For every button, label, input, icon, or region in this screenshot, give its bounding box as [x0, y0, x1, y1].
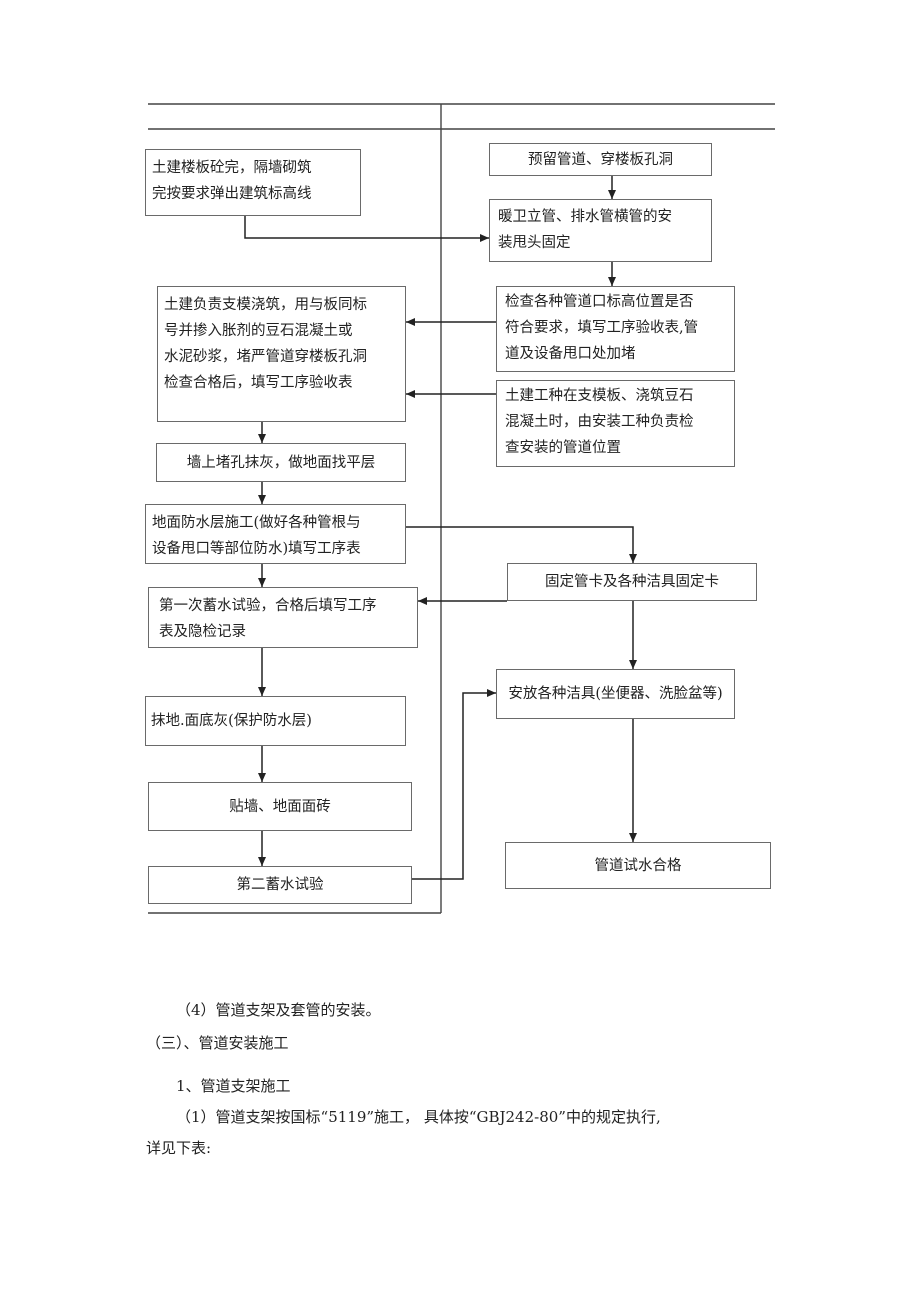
flow-box-riser-installation: 暖卫立管、排水管横管的安 装甩头固定 — [489, 199, 712, 262]
section-heading-pipe-installation: （三）、管道安装施工 — [146, 1034, 289, 1052]
table-frame-lines — [148, 103, 775, 914]
box-text-line: 道及设备甩口处加堵 — [505, 346, 636, 362]
flow-box-fix-clamps: 固定管卡及各种洁具固定卡 — [507, 563, 757, 601]
flow-box-pipe-water-test-pass: 管道试水合格 — [505, 842, 771, 889]
flow-box-base-plaster: 抹地.面底灰(保护防水层) — [145, 696, 406, 746]
box-text: 第二蓄水试验 — [236, 877, 324, 893]
box-text-line: 设备甩口等部位防水)填写工序表 — [152, 541, 361, 557]
flow-box-formwork-pouring: 土建负责支模浇筑，用与板同标 号并掺入胀剂的豆石混凝土或 水泥砂浆，堵严管道穿楼… — [157, 286, 406, 422]
box-text-line: 表及隐检记录 — [159, 624, 246, 640]
box-text: 管道试水合格 — [594, 857, 682, 874]
flow-box-check-elevations: 检查各种管道口标高位置是否 符合要求，填写工序验收表,管 道及设备甩口处加堵 — [496, 286, 735, 372]
construction-flowchart: 土建楼板砼完，隔墙砌筑 完按要求弹出建筑标高线 土建负责支模浇筑，用与板同标 号… — [145, 103, 775, 914]
flow-box-plaster-leveling: 墙上堵孔抹灰，做地面找平层 — [156, 443, 406, 482]
flow-box-install-fixtures: 安放各种洁具(坐便器、洗脸盆等) — [496, 669, 735, 719]
box-text-line: 混凝土时，由安装工种负责检 — [505, 414, 694, 430]
arrow-left4-to-right5 — [406, 526, 637, 563]
box-text: 安放各种洁具(坐便器、洗脸盆等) — [508, 686, 723, 702]
flow-box-tiling: 贴墙、地面面砖 — [148, 782, 412, 831]
arrow-left1-to-right2 — [244, 216, 489, 242]
flow-box-waterproofing: 地面防水层施工(做好各种管根与 设备甩口等部位防水)填写工序表 — [145, 504, 406, 564]
flow-box-install-check: 土建工种在支模板、浇筑豆石 混凝土时，由安装工种负责检 查安装的管道位置 — [496, 380, 735, 467]
box-text: 贴墙、地面面砖 — [229, 798, 331, 815]
box-text: 抹地.面底灰(保护防水层) — [151, 713, 312, 729]
flow-box-first-water-test: 第一次蓄水试验，合格后填写工序 表及隐检记录 — [148, 587, 418, 648]
flow-box-floor-slab-marking: 土建楼板砼完，隔墙砌筑 完按要求弹出建筑标高线 — [145, 149, 361, 216]
flow-box-reserved-holes: 预留管道、穿楼板孔洞 — [489, 143, 712, 176]
box-text-line: 第一次蓄水试验，合格后填写工序 — [159, 598, 377, 614]
box-text-line: 暖卫立管、排水管横管的安 — [498, 209, 672, 225]
box-text-line: 符合要求，填写工序验收表,管 — [505, 320, 699, 336]
arrow-left8-to-right6 — [412, 689, 496, 880]
box-text-line: 查安装的管道位置 — [505, 440, 621, 456]
paragraph-support-standard: （1）管道支架按国标“5119”施工， 具体按“GBJ242-80”中的规定执行… — [176, 1108, 661, 1126]
box-text-line: 地面防水层施工(做好各种管根与 — [152, 515, 361, 531]
box-text-line: 土建楼板砼完，隔墙砌筑 — [152, 160, 312, 176]
box-text-line: 检查合格后，填写工序验收表 — [164, 375, 353, 391]
flow-box-second-water-test: 第二蓄水试验 — [148, 866, 412, 904]
subsection-heading-pipe-support: 1、管道支架施工 — [176, 1077, 291, 1095]
box-text: 固定管卡及各种洁具固定卡 — [545, 574, 719, 590]
box-text-line: 检查各种管道口标高位置是否 — [505, 294, 694, 310]
paragraph-support-sleeve: （4）管道支架及套管的安装。 — [176, 1001, 381, 1019]
box-text-line: 号并掺入胀剂的豆石混凝土或 — [164, 323, 353, 339]
box-text-line: 土建负责支模浇筑，用与板同标 — [164, 297, 367, 313]
box-text-line: 装甩头固定 — [498, 235, 571, 251]
box-text-line: 土建工种在支模板、浇筑豆石 — [505, 388, 694, 404]
flowchart-connectors — [148, 103, 775, 914]
paragraph-see-table: 详见下表: — [146, 1139, 212, 1157]
box-text-line: 完按要求弹出建筑标高线 — [152, 186, 312, 202]
box-text: 预留管道、穿楼板孔洞 — [528, 151, 673, 168]
box-text-line: 水泥砂浆，堵严管道穿楼板孔洞 — [164, 349, 367, 365]
box-text: 墙上堵孔抹灰，做地面找平层 — [186, 454, 376, 471]
